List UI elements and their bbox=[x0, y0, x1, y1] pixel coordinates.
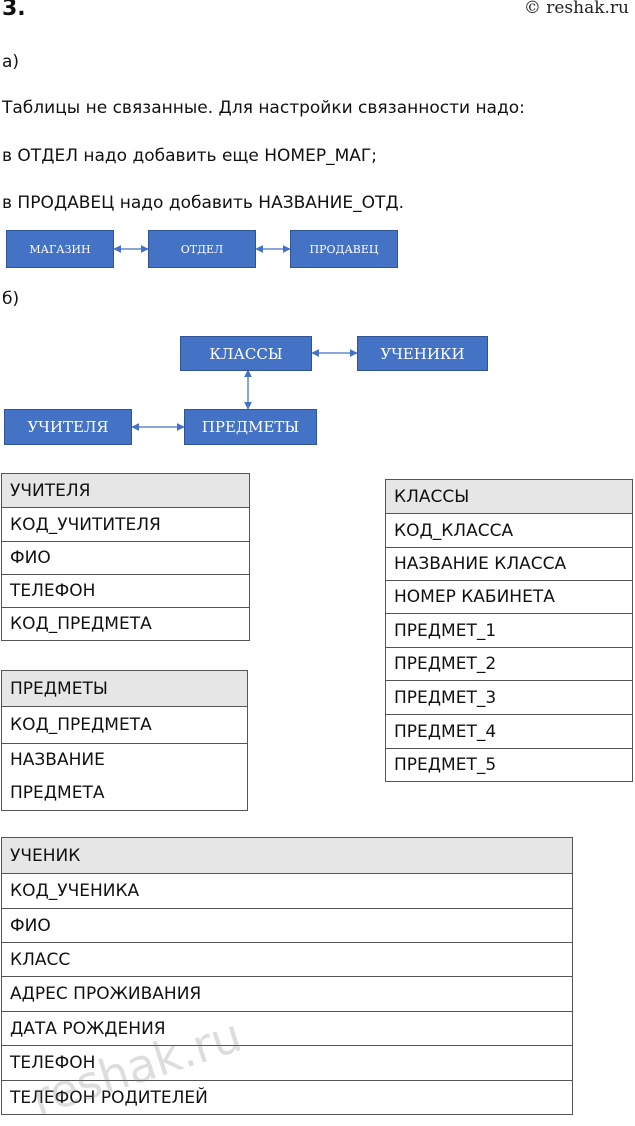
entity-box-otdel: ОТДЕЛ bbox=[148, 230, 256, 268]
table-row: ФИО bbox=[1, 908, 573, 943]
diagram-connectors bbox=[113, 245, 358, 431]
site-brand: © reshak.ru bbox=[523, 0, 629, 18]
table-row: НАЗВАНИЕ ПРЕДМЕТА bbox=[1, 743, 248, 811]
table-header: КЛАССЫ bbox=[385, 479, 633, 514]
table-header: ПРЕДМЕТЫ bbox=[1, 670, 248, 707]
table-row: АДРЕС ПРОЖИВАНИЯ bbox=[1, 976, 573, 1012]
table-row: ПРЕДМЕТ_2 bbox=[385, 647, 633, 681]
table-row: ТЕЛЕФОН bbox=[1, 574, 250, 608]
table-row: КОД_ПРЕДМЕТА bbox=[1, 607, 250, 641]
table-klassy: КЛАССЫ КОД_КЛАССА НАЗВАНИЕ КЛАССА НОМЕР … bbox=[385, 479, 633, 782]
table-row: ДАТА РОЖДЕНИЯ bbox=[1, 1011, 573, 1046]
table-row: ФИО bbox=[1, 541, 250, 575]
entity-box-predmety: ПРЕДМЕТЫ bbox=[184, 409, 317, 445]
table-row: ПРЕДМЕТ_5 bbox=[385, 748, 633, 782]
part-a-label: а) bbox=[2, 52, 20, 72]
entity-box-ucheniki: УЧЕНИКИ bbox=[357, 336, 488, 371]
table-cell-line: ПРЕДМЕТА bbox=[10, 783, 105, 803]
table-row: КЛАСС bbox=[1, 942, 573, 977]
table-row: НОМЕР КАБИНЕТА bbox=[385, 580, 633, 614]
task-number: 3. bbox=[2, 0, 26, 21]
table-uchenik: УЧЕНИК КОД_УЧЕНИКА ФИО КЛАСС АДРЕС ПРОЖИ… bbox=[1, 837, 573, 1115]
table-row: КОД_ПРЕДМЕТА bbox=[1, 706, 248, 744]
table-row: ПРЕДМЕТ_4 bbox=[385, 714, 633, 749]
entity-box-klassy: КЛАССЫ bbox=[180, 336, 312, 371]
table-row: ПРЕДМЕТ_3 bbox=[385, 680, 633, 715]
table-row: ТЕЛЕФОН bbox=[1, 1045, 573, 1081]
entity-box-uchitelya: УЧИТЕЛЯ bbox=[4, 409, 132, 445]
entity-box-prodavets: ПРОДАВЕЦ bbox=[290, 230, 398, 268]
table-row: КОД_УЧИТИТЕЛЯ bbox=[1, 507, 250, 542]
table-row: КОД_УЧЕНИКА bbox=[1, 873, 573, 909]
table-cell-line: НАЗВАНИЕ bbox=[10, 750, 105, 770]
table-predmety: ПРЕДМЕТЫ КОД_ПРЕДМЕТА НАЗВАНИЕ ПРЕДМЕТА bbox=[1, 670, 248, 811]
part-a-line-3: в ПРОДАВЕЦ надо добавить НАЗВАНИЕ_ОТД. bbox=[2, 193, 405, 213]
table-header: УЧЕНИК bbox=[1, 837, 573, 874]
table-row: КОД_КЛАССА bbox=[385, 513, 633, 548]
table-row: ПРЕДМЕТ_1 bbox=[385, 613, 633, 648]
part-a-line-1: Таблицы не связанные. Для настройки связ… bbox=[2, 98, 525, 118]
entity-box-magazin: МАГАЗИН bbox=[6, 230, 114, 268]
part-a-line-2: в ОТДЕЛ надо добавить еще НОМЕР_МАГ; bbox=[2, 146, 377, 166]
table-row: ТЕЛЕФОН РОДИТЕЛЕЙ bbox=[1, 1080, 573, 1115]
table-header: УЧИТЕЛЯ bbox=[1, 473, 250, 508]
part-b-label: б) bbox=[2, 289, 20, 309]
table-row: НАЗВАНИЕ КЛАССА bbox=[385, 547, 633, 581]
table-uchitelya: УЧИТЕЛЯ КОД_УЧИТИТЕЛЯ ФИО ТЕЛЕФОН КОД_ПР… bbox=[1, 473, 250, 641]
